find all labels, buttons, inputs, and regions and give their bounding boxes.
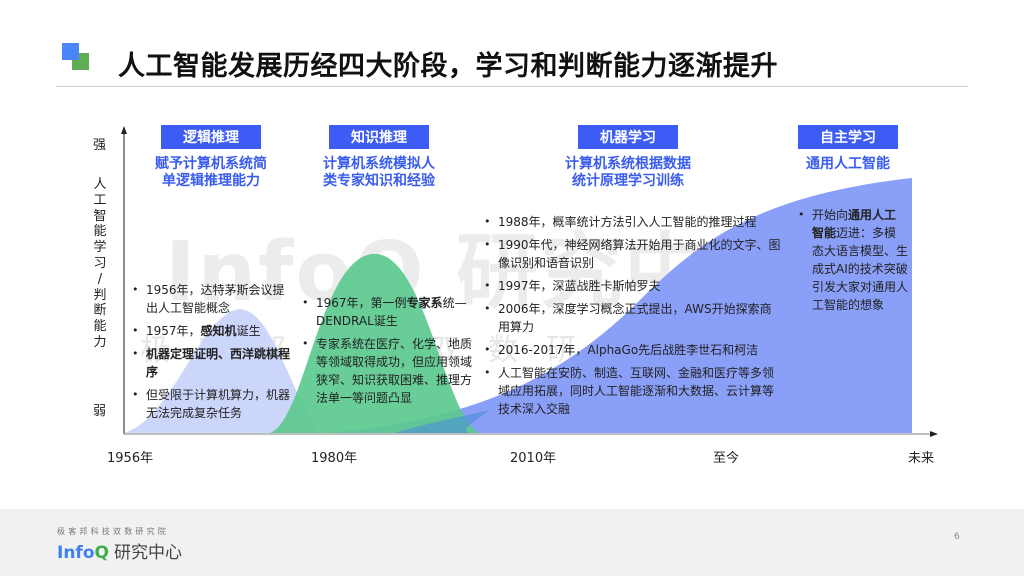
y-axis-char: 学 xyxy=(93,240,107,256)
footer-brand-logo: Info Q 研究中心 xyxy=(57,538,182,563)
bullet-item: 机器定理证明、西洋跳棋程序 xyxy=(130,345,295,381)
curve-overlap xyxy=(395,410,490,433)
stage-desc-line: 通用人工智能 xyxy=(806,156,890,172)
stage2-bullet-list: 1967年，第一例专家系统—DENDRAL诞生 专家系统在医疗、化学、地质等领域… xyxy=(300,294,475,412)
x-axis-label-2010: 2010年 xyxy=(510,451,557,466)
y-axis-weak-label: 弱 xyxy=(93,404,107,419)
stage-desc-machine-learning: 计算机系统根据数据 统计原理学习训练 xyxy=(548,156,708,190)
stage-desc-autonomous-learning: 通用人工智能 xyxy=(783,156,913,173)
bullet-item: 1957年，感知机诞生 xyxy=(130,322,295,340)
bullet-item: 2006年，深度学习概念正式提出，AWS开始探索商用算力 xyxy=(482,300,782,336)
slide-footer: 极客邦科技双数研究院 Info Q 研究中心 6 xyxy=(0,509,1024,576)
bullet-item: 专家系统在医疗、化学、地质等领域取得成功，但应用领域狭窄、知识获取困难、推理方法… xyxy=(300,335,475,407)
bullet-item: 1967年，第一例专家系统—DENDRAL诞生 xyxy=(300,294,475,330)
y-axis-char: 能 xyxy=(93,319,107,335)
y-axis-char: / xyxy=(97,271,103,287)
stage-desc-logic-reasoning: 赋予计算机系统简 单逻辑推理能力 xyxy=(140,156,282,190)
stage-desc-knowledge-reasoning: 计算机系统模拟人 类专家知识和经验 xyxy=(308,156,450,190)
stage-tag-machine-learning: 机器学习 xyxy=(578,125,678,149)
y-axis-char: 断 xyxy=(93,303,107,319)
bullet-item: 1988年，概率统计方法引入人工智能的推理过程 xyxy=(482,213,782,231)
stage-tag-logic-reasoning: 逻辑推理 xyxy=(161,125,261,149)
page-number: 6 xyxy=(954,532,960,542)
y-axis-char: 智 xyxy=(93,208,107,224)
bullet-item: 1990年代，神经网络算法开始用于商业化的文字、图像识别和语音识别 xyxy=(482,236,782,272)
bullet-item: 但受限于计算机算力，机器无法完成复杂任务 xyxy=(130,386,295,422)
stage1-bullet-list: 1956年，达特茅斯会议提出人工智能概念 1957年，感知机诞生 机器定理证明、… xyxy=(130,281,295,427)
bullet-item: 人工智能在安防、制造、互联网、金融和医疗等多领域应用拓展，同时人工智能逐渐和大数… xyxy=(482,364,782,418)
stage-desc-line: 赋予计算机系统简 xyxy=(155,156,267,172)
stage-desc-line: 类专家知识和经验 xyxy=(323,173,435,189)
footer-subtitle: 极客邦科技双数研究院 xyxy=(57,527,169,536)
x-axis-label-present: 至今 xyxy=(713,451,740,466)
stage-tag-knowledge-reasoning: 知识推理 xyxy=(329,125,429,149)
brand-research-center: 研究中心 xyxy=(113,543,182,563)
bullet-item: 2016-2017年，AlphaGo先后战胜李世石和柯洁 xyxy=(482,341,782,359)
stage-desc-line: 单逻辑推理能力 xyxy=(162,173,260,189)
y-axis-strong-label: 强 xyxy=(93,138,107,153)
x-axis-label-1980: 1980年 xyxy=(311,451,358,466)
stage-desc-line: 计算机系统模拟人 xyxy=(323,156,435,172)
page-title: 人工智能发展历经四大阶段，学习和判断能力逐渐提升 xyxy=(118,51,778,82)
brand-info: Info xyxy=(57,543,95,563)
y-axis-char: 人 xyxy=(93,177,107,192)
stage-tag-autonomous-learning: 自主学习 xyxy=(798,125,898,149)
y-axis-char: 力 xyxy=(93,334,107,350)
y-axis-char: 能 xyxy=(93,224,107,240)
x-axis-label-1956: 1956年 xyxy=(107,451,154,466)
y-axis-char: 习 xyxy=(93,255,107,271)
bullet-item: 开始向通用人工智能迈进：多模态大语言模型、生成式AI的技术突破引发大家对通用人工… xyxy=(796,206,908,314)
stage3-bullet-list: 1988年，概率统计方法引入人工智能的推理过程 1990年代，神经网络算法开始用… xyxy=(482,213,782,423)
y-axis-char: 工 xyxy=(93,192,107,208)
stage-desc-line: 计算机系统根据数据 xyxy=(565,156,691,172)
y-axis-title: 人 工 智 能 学 习 / 判 断 能 力 xyxy=(93,177,107,351)
x-axis-label-future: 未来 xyxy=(908,451,935,466)
brand-q: Q xyxy=(94,543,109,563)
bullet-item: 1956年，达特茅斯会议提出人工智能概念 xyxy=(130,281,295,317)
slide-logo-mark xyxy=(62,43,92,73)
logo-blue-square xyxy=(62,43,79,60)
stage-desc-line: 统计原理学习训练 xyxy=(572,173,684,189)
title-divider xyxy=(56,86,968,87)
bullet-item: 1997年，深蓝战胜卡斯帕罗夫 xyxy=(482,277,782,295)
stage4-bullet-list: 开始向通用人工智能迈进：多模态大语言模型、生成式AI的技术突破引发大家对通用人工… xyxy=(796,206,908,319)
y-axis-char: 判 xyxy=(93,287,107,303)
